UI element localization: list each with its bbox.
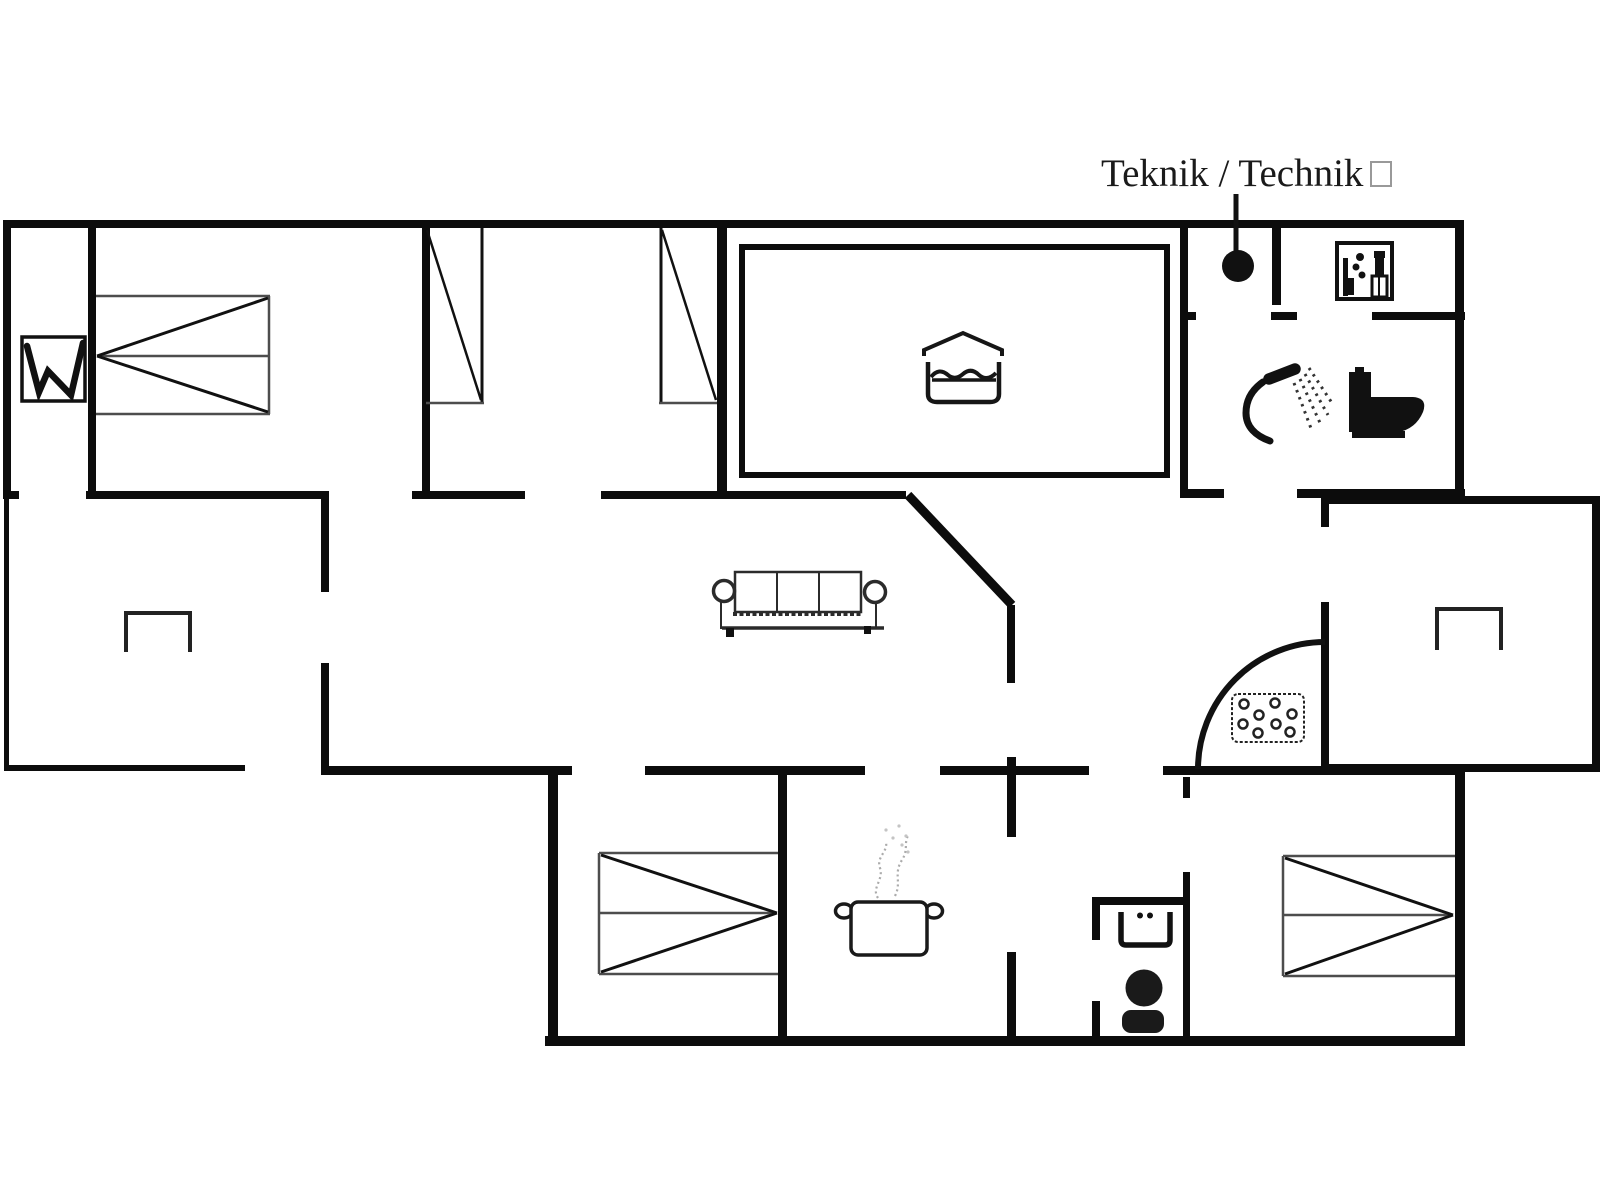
svg-text:Teknik / Technik: Teknik / Technik <box>1101 152 1364 195</box>
